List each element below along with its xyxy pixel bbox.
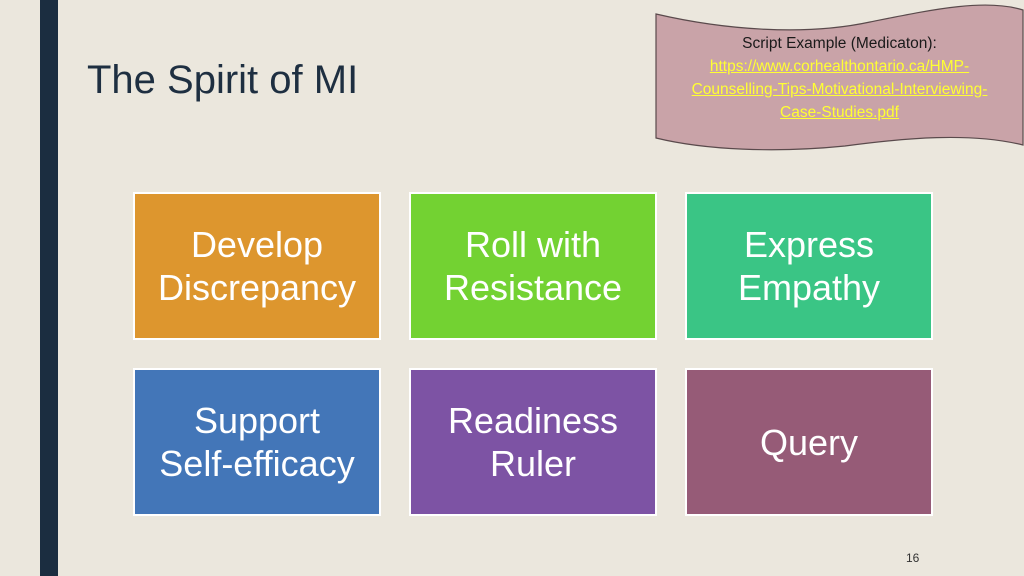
- script-example-link-line-2[interactable]: Counselling-Tips-Motivational-Interviewi…: [691, 81, 988, 98]
- tile-label: Develop Discrepancy: [157, 224, 357, 308]
- note-heading: Script Example (Medicaton):: [742, 35, 937, 52]
- tile-roll-with-resistance: Roll with Resistance: [409, 192, 657, 340]
- page-number: 16: [906, 551, 920, 565]
- note-text: Script Example (Medicaton): https://www.…: [655, 32, 1024, 124]
- scroll-shape-body: [655, 4, 1024, 151]
- tile-develop-discrepancy: Develop Discrepancy: [133, 192, 381, 340]
- tile-readiness-ruler: Readiness Ruler: [409, 368, 657, 516]
- left-accent-bar: [40, 0, 58, 576]
- tile-express-empathy: Express Empathy: [685, 192, 933, 340]
- script-example-link-line-1[interactable]: https://www.corhealthontario.ca/HMP-: [709, 58, 970, 75]
- slide-title: The Spirit of MI: [87, 58, 359, 102]
- tile-label: Express Empathy: [737, 224, 881, 308]
- tile-label: Roll with Resistance: [443, 224, 623, 308]
- tile-label: Support Self-efficacy: [159, 400, 355, 484]
- tile-query: Query: [685, 368, 933, 516]
- scroll-shape: [655, 4, 1024, 151]
- tile-label: Query: [759, 421, 859, 463]
- tile-support-self-efficacy: Support Self-efficacy: [133, 368, 381, 516]
- script-example-note: Script Example (Medicaton): https://www.…: [655, 0, 1024, 152]
- script-example-link-line-3[interactable]: Case-Studies.pdf: [780, 104, 899, 121]
- tile-label: Readiness Ruler: [447, 400, 619, 484]
